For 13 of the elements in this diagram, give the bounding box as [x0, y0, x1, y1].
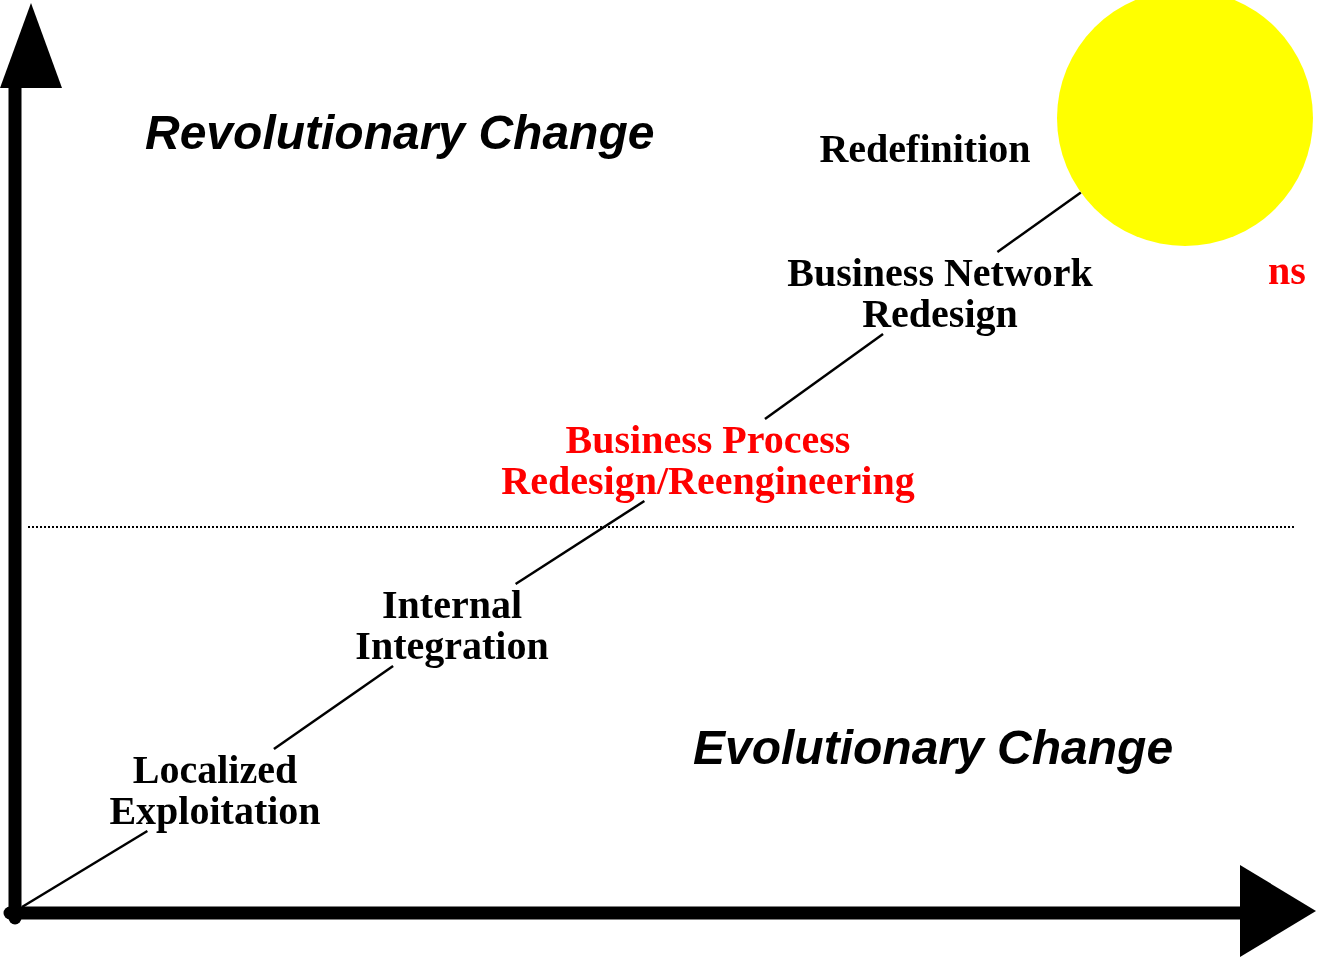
connector-line	[996, 191, 1082, 253]
stage-label: Business Process Redesign/Reengineering	[478, 419, 938, 501]
connector-line	[764, 333, 884, 420]
connector-line	[273, 664, 394, 751]
connector-line	[514, 499, 646, 586]
stage-label: Internal Integration	[342, 584, 562, 666]
stage-label: Localized Exploitation	[95, 749, 335, 831]
region-label: Evolutionary Change	[693, 720, 1174, 775]
region-label: Revolutionary Change	[145, 105, 655, 160]
text-fragment: ns	[1268, 250, 1306, 291]
stage-label: Business Network Redesign	[770, 252, 1110, 334]
connector-line	[21, 829, 148, 909]
stage-label: Redefinition	[810, 127, 1040, 169]
